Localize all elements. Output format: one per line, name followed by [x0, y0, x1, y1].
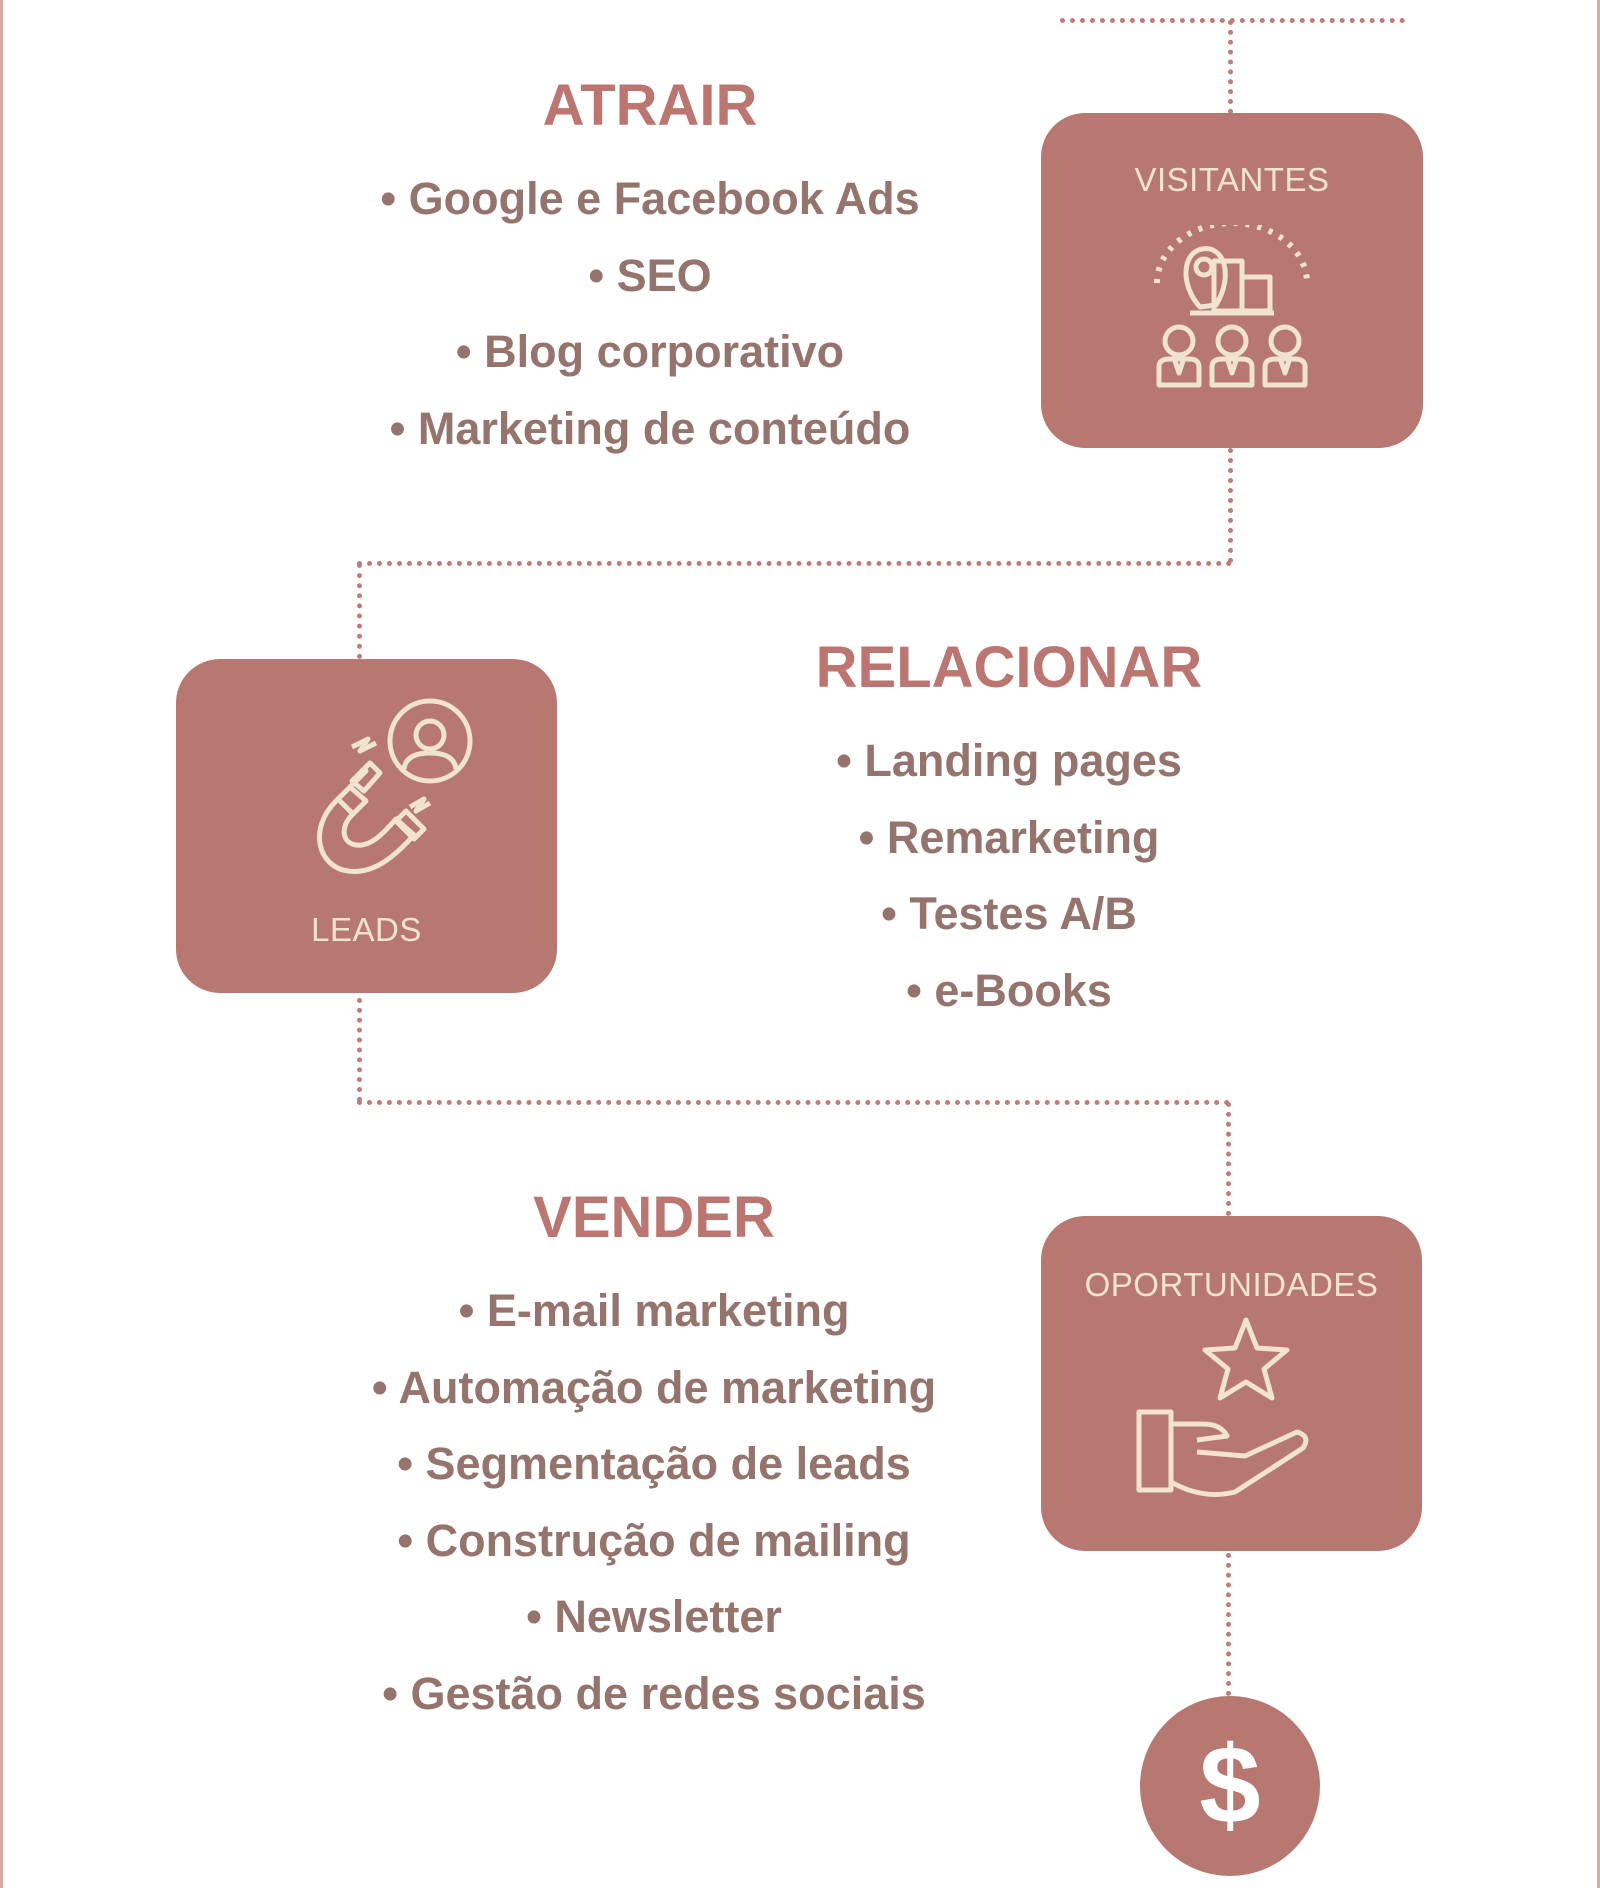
box-label: LEADS	[311, 911, 422, 948]
left-border	[0, 0, 3, 1888]
list-item: • Newsletter	[526, 1591, 782, 1643]
connector	[357, 1100, 1230, 1105]
hand-star-icon	[1136, 1317, 1309, 1497]
dollar-icon: $	[1140, 1696, 1320, 1876]
stage-attract: ATRAIR • Google e Facebook Ads • SEO • B…	[380, 71, 919, 467]
visitors-box: VISITANTES	[1041, 113, 1423, 448]
box-label: OPORTUNIDADES	[1084, 1266, 1379, 1303]
list-item: • Gestão de redes sociais	[382, 1667, 926, 1719]
list-item: • E-mail marketing	[458, 1285, 850, 1336]
right-border	[1597, 0, 1600, 1888]
stage-title: VENDER	[533, 1185, 775, 1250]
list-item: • SEO	[588, 249, 712, 301]
connector	[1228, 448, 1233, 563]
visitors-location-icon	[1154, 225, 1310, 388]
connector	[1226, 1553, 1231, 1696]
list-item: • Landing pages	[836, 735, 1182, 786]
list-item: • Blog corporativo	[455, 326, 845, 378]
list-item: • Construção de mailing	[397, 1514, 911, 1566]
list-item: • Segmentação de leads	[397, 1438, 911, 1490]
connector	[1228, 20, 1233, 114]
stage-relate: RELACIONAR • Landing pages • Remarketing…	[816, 633, 1203, 1029]
connector	[357, 998, 362, 1102]
leads-box: LEADS	[176, 659, 557, 993]
list-item: • Automação de marketing	[371, 1361, 937, 1413]
connector	[357, 563, 362, 659]
list-item: • Marketing de conteúdo	[389, 402, 911, 454]
stage-sell: VENDER • E-mail marketing • Automação de…	[372, 1183, 936, 1733]
stage-title: RELACIONAR	[815, 635, 1203, 700]
connector	[1226, 1102, 1231, 1216]
opportunities-box: OPORTUNIDADES	[1041, 1216, 1422, 1551]
connector	[357, 561, 1232, 566]
list-item: • Testes A/B	[881, 888, 1137, 940]
magnet-user-icon	[317, 698, 473, 874]
list-item: • Google e Facebook Ads	[380, 173, 920, 224]
stage-title: ATRAIR	[542, 73, 758, 138]
list-item: • Remarketing	[858, 811, 1160, 863]
box-label: VISITANTES	[1134, 161, 1330, 198]
list-item: • e-Books	[906, 964, 1112, 1016]
